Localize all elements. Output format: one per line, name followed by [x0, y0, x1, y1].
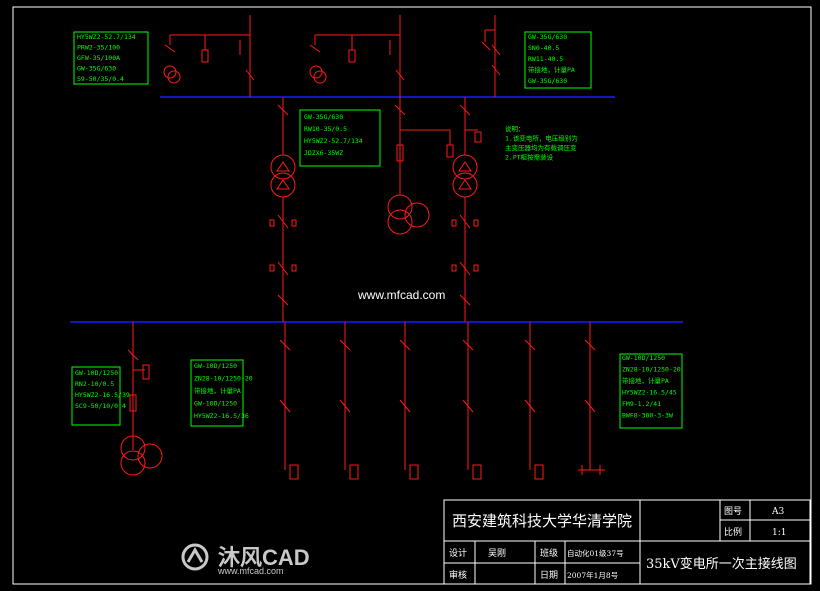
label-bottom-left-2: HY5WZ2-16.5/39 — [75, 391, 130, 399]
date-label: 日期 — [540, 570, 558, 581]
label-bottom-mid-4: HY5WZ2-16.5/36 — [194, 412, 249, 420]
label-top-right-2: RW11-40.5 — [528, 55, 563, 63]
watermark-url: www.mfcad.com — [358, 288, 446, 302]
label-top-right-3: 带接地，计量PA — [528, 65, 575, 74]
mfcad-url: www.mfcad.com — [218, 566, 284, 576]
label-top-right-1: SN0-40.5 — [528, 44, 559, 52]
label-mid-transformer-1: RW10-35/0.5 — [304, 125, 347, 133]
label-box-mid — [299, 109, 381, 167]
label-bottom-right-5: BWF8-300-3-3W — [622, 412, 673, 420]
label-bottom-right-1: ZN28-10/1250-20 — [622, 366, 681, 374]
fig-no-value: A3 — [771, 507, 784, 517]
institution-name: 西安建筑科技大学华清学院 — [452, 512, 632, 530]
title-block — [443, 499, 811, 585]
label-mid-transformer-2: HY5WZ2-52.7/134 — [304, 137, 363, 145]
scale-value: 1:1 — [772, 528, 786, 538]
label-mid-transformer-3: JDZX6-35WZ — [304, 149, 343, 157]
date-value: 2007年1月8号 — [567, 570, 618, 580]
label-top-right-0: GW-35G/630 — [528, 33, 567, 41]
incoming-feeder-1 — [163, 15, 255, 97]
scale-label: 比例 — [724, 526, 742, 538]
label-notes-2: 主变压器均为有载调压变 — [505, 143, 577, 152]
class-value: 自动化01级37号 — [567, 548, 624, 558]
feeders-10kv — [279, 322, 605, 480]
main-transformer-1 — [269, 97, 297, 322]
label-box-bottom-mid — [190, 359, 244, 427]
label-mid-transformer-0: GW-35G/630 — [304, 113, 343, 121]
label-bottom-right-3: HY5WZ2-16.5/45 — [622, 389, 677, 397]
label-bottom-mid-1: ZN28-10/1250-20 — [194, 375, 253, 383]
fig-no-label: 图号 — [724, 506, 742, 517]
label-bottom-left-3: SC9-50/10/0.4 — [75, 402, 126, 410]
label-top-left-0: HY5WZ2-52.7/134 — [77, 33, 136, 41]
label-notes-1: 1.该变电所，电压级别为 — [505, 134, 578, 143]
label-box-bottom-left — [71, 366, 121, 426]
designer-value: 吴刚 — [488, 548, 506, 559]
incoming-feeder-2 — [309, 15, 405, 97]
label-box-top-left — [73, 31, 149, 85]
label-bottom-mid-3: GW-10D/1250 — [194, 400, 237, 408]
label-top-left-4: S9-50/35/0.4 — [77, 75, 124, 83]
label-top-left-1: PRW2-35/100 — [77, 44, 120, 52]
label-bottom-right-2: 带接地，计量PA — [622, 376, 669, 385]
label-top-left-3: GW-35G/630 — [77, 65, 116, 73]
drawing-title: 35kV变电所一次主接线图 — [646, 556, 797, 572]
station-transformer — [387, 97, 454, 235]
label-notes-3: 2.PT柜按需装设 — [505, 153, 554, 162]
pt-bay-35kv — [481, 15, 501, 97]
label-bottom-left-1: RN2-10/0.5 — [75, 380, 114, 388]
drawing-frame — [12, 6, 812, 585]
label-bottom-mid-2: 带接地，计量PA — [194, 386, 241, 395]
label-bottom-mid-0: GW-10D/1250 — [194, 362, 237, 370]
class-label: 班级 — [540, 547, 558, 559]
mfcad-brand: 沐风CAD — [218, 545, 310, 570]
label-notes-0: 说明： — [505, 124, 525, 133]
label-bottom-right-0: GW-10D/1250 — [622, 354, 665, 362]
main-transformer-2 — [451, 97, 482, 322]
review-label: 审核 — [449, 569, 467, 581]
label-top-left-2: GFW-35/100A — [77, 54, 120, 62]
label-bottom-right-4: FM9-1.2/41 — [622, 400, 661, 408]
mfcad-logo-icon — [181, 543, 209, 571]
bottom-station-transformer — [120, 322, 163, 476]
label-top-right-4: GW-35G/630 — [528, 77, 567, 85]
label-bottom-left-0: GW-10D/1250 — [75, 369, 118, 377]
label-box-top-right — [524, 31, 592, 89]
designer-label: 设计 — [449, 547, 467, 559]
label-box-bottom-right — [619, 353, 683, 429]
